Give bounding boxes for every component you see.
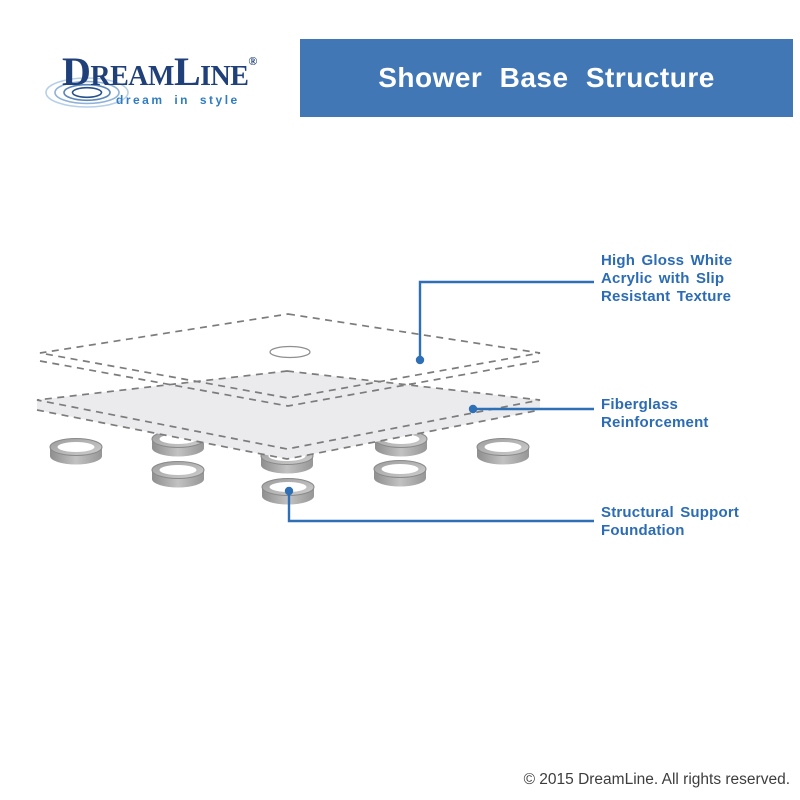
logo-letter-d: D bbox=[62, 49, 91, 94]
logo-tagline: dream in style bbox=[116, 93, 240, 107]
foundation-callout bbox=[284, 486, 594, 523]
acrylic-callout-line bbox=[418, 280, 594, 360]
foundation-callout-line bbox=[287, 491, 594, 523]
fiberglass-layer bbox=[36, 370, 541, 460]
registered-mark: ® bbox=[248, 54, 258, 68]
acrylic-layer bbox=[39, 313, 541, 407]
water-ripples-icon bbox=[45, 77, 129, 108]
support-ring bbox=[373, 460, 427, 487]
support-ring bbox=[49, 438, 103, 465]
page-title: Shower Base Structure bbox=[378, 62, 715, 93]
support-ring bbox=[476, 438, 530, 465]
drain-hole bbox=[269, 345, 311, 359]
fiberglass-callout bbox=[468, 404, 594, 414]
dreamline-logo: DREAMLINE® dream in style bbox=[45, 48, 275, 118]
foundation-callout-dot bbox=[284, 486, 294, 496]
logo-wordmark: DREAMLINE® bbox=[62, 49, 258, 94]
title-banner: Shower Base Structure bbox=[300, 39, 793, 117]
label-foundation: Structural Support Foundation bbox=[601, 504, 740, 539]
logo-letter-l: L bbox=[173, 49, 201, 94]
acrylic-callout-dot bbox=[415, 355, 425, 365]
copyright-text: © 2015 DreamLine. All rights reserved. bbox=[523, 771, 790, 788]
fiberglass-callout-dot bbox=[468, 404, 478, 414]
label-fiberglass: Fiberglass Reinforcement bbox=[601, 396, 709, 431]
label-acrylic: High Gloss White Acrylic with Slip Resis… bbox=[601, 252, 733, 305]
support-ring bbox=[151, 461, 205, 488]
acrylic-callout bbox=[415, 280, 594, 365]
